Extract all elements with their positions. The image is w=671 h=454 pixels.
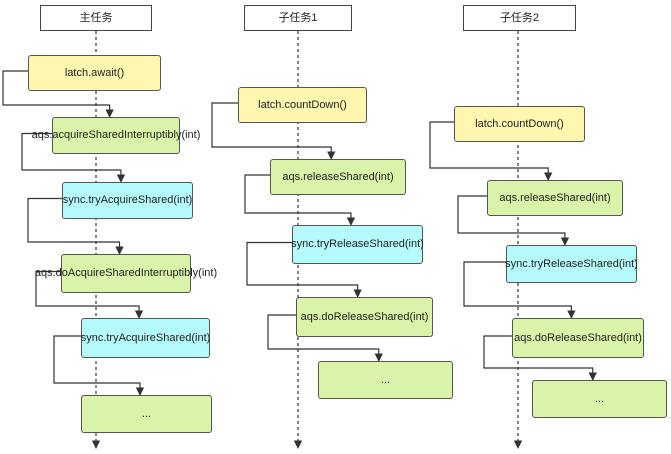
node-text-line: aqs.acquireSharedInt (31, 129, 137, 141)
node-more: ... (532, 380, 667, 418)
connector-arrow (457, 195, 570, 246)
node-text-line: latch.countDown() (258, 98, 347, 111)
connector-arrow (244, 174, 356, 226)
node-text-line: aqs.doAcquireShared (34, 267, 141, 279)
lane-header: 子任务1 (244, 5, 352, 31)
node-text-line: sync.tryAcquireShare (62, 194, 168, 206)
node-text-line: d(int) (398, 238, 424, 250)
node-text-line: Interruptibly(int) (140, 267, 218, 279)
connector-arrow (27, 197, 124, 255)
node-text-line: aqs.doReleaseShared( (300, 310, 414, 323)
connector-arrow (35, 270, 144, 319)
node-text-line: sync.tryReleaseShare (291, 238, 399, 250)
node-text-line: aqs.releaseShared(int) (499, 191, 611, 204)
node-countDown: latch.countDown() (238, 87, 367, 123)
node-text-line: d(int) (612, 257, 638, 270)
node-text-line: ... (141, 407, 152, 420)
node-await: latch.await() (28, 55, 161, 91)
connector-arrow (246, 241, 362, 298)
connector-arrow (429, 121, 553, 181)
connector-arrow (53, 335, 145, 396)
connector-arrow (21, 132, 126, 183)
node-text-line: erruptibly(int) (136, 129, 201, 141)
node-text-line: aqs.doReleaseShared( (514, 331, 627, 344)
node-text-line: ... (594, 392, 605, 405)
node-text-line: int) (413, 310, 429, 323)
connector-arrow (2, 70, 114, 118)
lane-header: 子任务2 (463, 5, 576, 31)
node-text-line: latch.countDown() (475, 117, 564, 130)
node-text-line: sync.tryAcquireShare (80, 331, 186, 344)
node-text-line: d(int) (185, 331, 211, 344)
connector-arrow (211, 102, 336, 160)
node-text-line: d(int) (167, 194, 193, 206)
lane-header: 主任务 (40, 5, 152, 31)
node-release: aqs.releaseShared(int) (270, 159, 406, 195)
connector-arrow (463, 261, 576, 319)
node-text-line: sync.tryReleaseShare (505, 257, 613, 270)
node-more: ... (318, 361, 453, 399)
node-release: aqs.releaseShared(int) (487, 180, 623, 216)
node-text-line: int) (626, 331, 642, 344)
node-countDown: latch.countDown() (454, 106, 585, 142)
node-doRelease: aqs.doReleaseShared(int) (512, 318, 644, 358)
node-text-line: ... (380, 373, 391, 386)
connector-arrow (483, 335, 597, 381)
node-text-line: latch.await() (64, 66, 125, 79)
connector-arrow (267, 314, 383, 362)
node-text-line: aqs.releaseShared(int) (282, 170, 394, 183)
node-doRelease: aqs.doReleaseShared(int) (296, 297, 433, 337)
node-more: ... (81, 395, 212, 433)
